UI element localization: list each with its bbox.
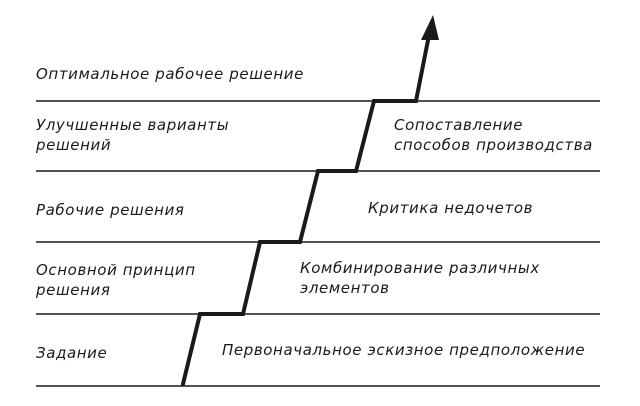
label-optimal-solution: Оптимальное рабочее решение bbox=[36, 65, 304, 83]
staircase-path bbox=[181, 28, 432, 386]
label-comparison-methods: Сопоставление способов производства bbox=[394, 116, 593, 154]
label-initial-sketch: Первоначальное эскизное предположение bbox=[222, 341, 586, 359]
label-working-solutions: Рабочие решения bbox=[36, 201, 185, 219]
label-task: Задание bbox=[36, 344, 108, 362]
arrow-head-icon bbox=[421, 15, 439, 40]
label-combining-elements: Комбинирование различных элементов bbox=[300, 259, 540, 297]
label-basic-principle: Основной принцип решения bbox=[36, 261, 196, 299]
label-improved-variants: Улучшенные варианты решений bbox=[36, 116, 230, 154]
label-critique-flaws: Критика недочетов bbox=[368, 199, 534, 217]
level-lines bbox=[36, 100, 600, 387]
